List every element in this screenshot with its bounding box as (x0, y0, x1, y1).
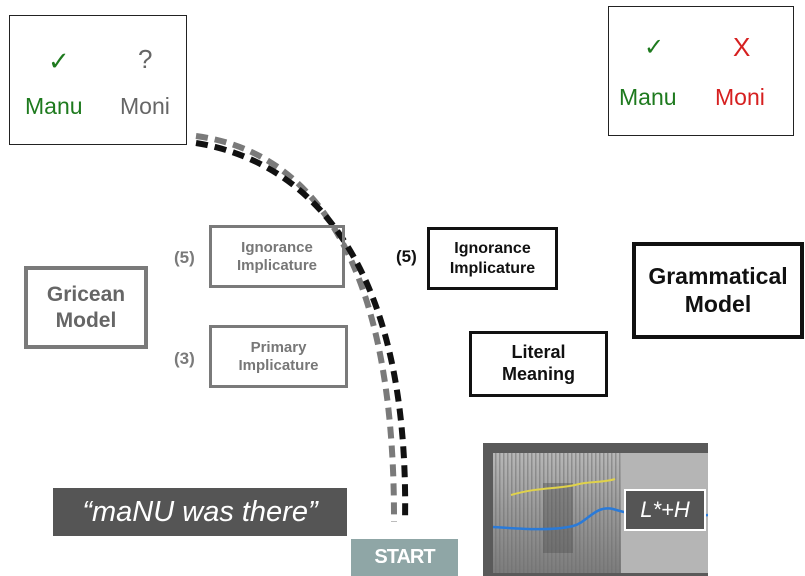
grammatical-model-label-line1: Grammatical (648, 262, 788, 289)
manu-label: Manu (619, 84, 677, 110)
gricean-ignorance-tag: (5) (174, 248, 195, 267)
cross-icon: X (733, 32, 751, 62)
outcome-box-right: ✓ X Manu Moni (608, 6, 794, 136)
primary-implicature-line1: Primary (250, 338, 307, 356)
gricean-model-box: Gricean Model (24, 266, 148, 349)
gricean-primary-implicature-box: Primary Implicature (209, 325, 348, 388)
grammatical-ignorance-line2: Implicature (449, 259, 536, 277)
grammatical-path (195, 140, 409, 523)
spectrogram-panel: L*+H (483, 443, 708, 576)
grammatical-ignorance-implicature-box: Ignorance Implicature (427, 227, 558, 290)
spectrogram-left-section (493, 453, 621, 573)
yellow-contour-line (510, 478, 616, 496)
gricean-ignorance-line1: Ignorance (241, 238, 313, 256)
gricean-path (195, 133, 398, 523)
start-label: START (351, 539, 458, 576)
check-icon: ✓ (48, 46, 70, 76)
utterance-text: “maNU was there” (82, 495, 318, 528)
literal-meaning-line2: Meaning (501, 364, 575, 384)
grammatical-model-box: Grammatical Model (632, 242, 804, 339)
check-icon: ✓ (644, 34, 665, 61)
contour-label-box: L*+H (624, 489, 706, 531)
utterance-banner: “maNU was there” (53, 488, 347, 536)
grammatical-ignorance-tag: (5) (396, 247, 417, 266)
spectrogram-dark-band (543, 483, 573, 553)
moni-label: Moni (715, 84, 765, 110)
gricean-ignorance-implicature-box: Ignorance Implicature (209, 225, 345, 288)
contour-label-text: L*+H (640, 497, 690, 522)
literal-meaning-box: Literal Meaning (469, 331, 608, 397)
moni-label: Moni (120, 93, 170, 119)
manu-label: Manu (25, 93, 83, 119)
grammatical-model-label-line2: Model (684, 290, 752, 317)
gricean-ignorance-line2: Implicature (236, 256, 318, 274)
start-text: START (374, 546, 435, 568)
outcome-box-left: ✓ ? Manu Moni (9, 15, 187, 145)
question-mark-icon: ? (138, 44, 153, 74)
gricean-primary-tag: (3) (174, 349, 195, 368)
gricean-model-label-line1: Gricean (46, 283, 126, 307)
gricean-model-label-line2: Model (55, 308, 117, 332)
literal-meaning-line1: Literal (511, 342, 566, 363)
primary-implicature-line2: Implicature (238, 356, 319, 374)
grammatical-ignorance-line1: Ignorance (454, 240, 531, 258)
